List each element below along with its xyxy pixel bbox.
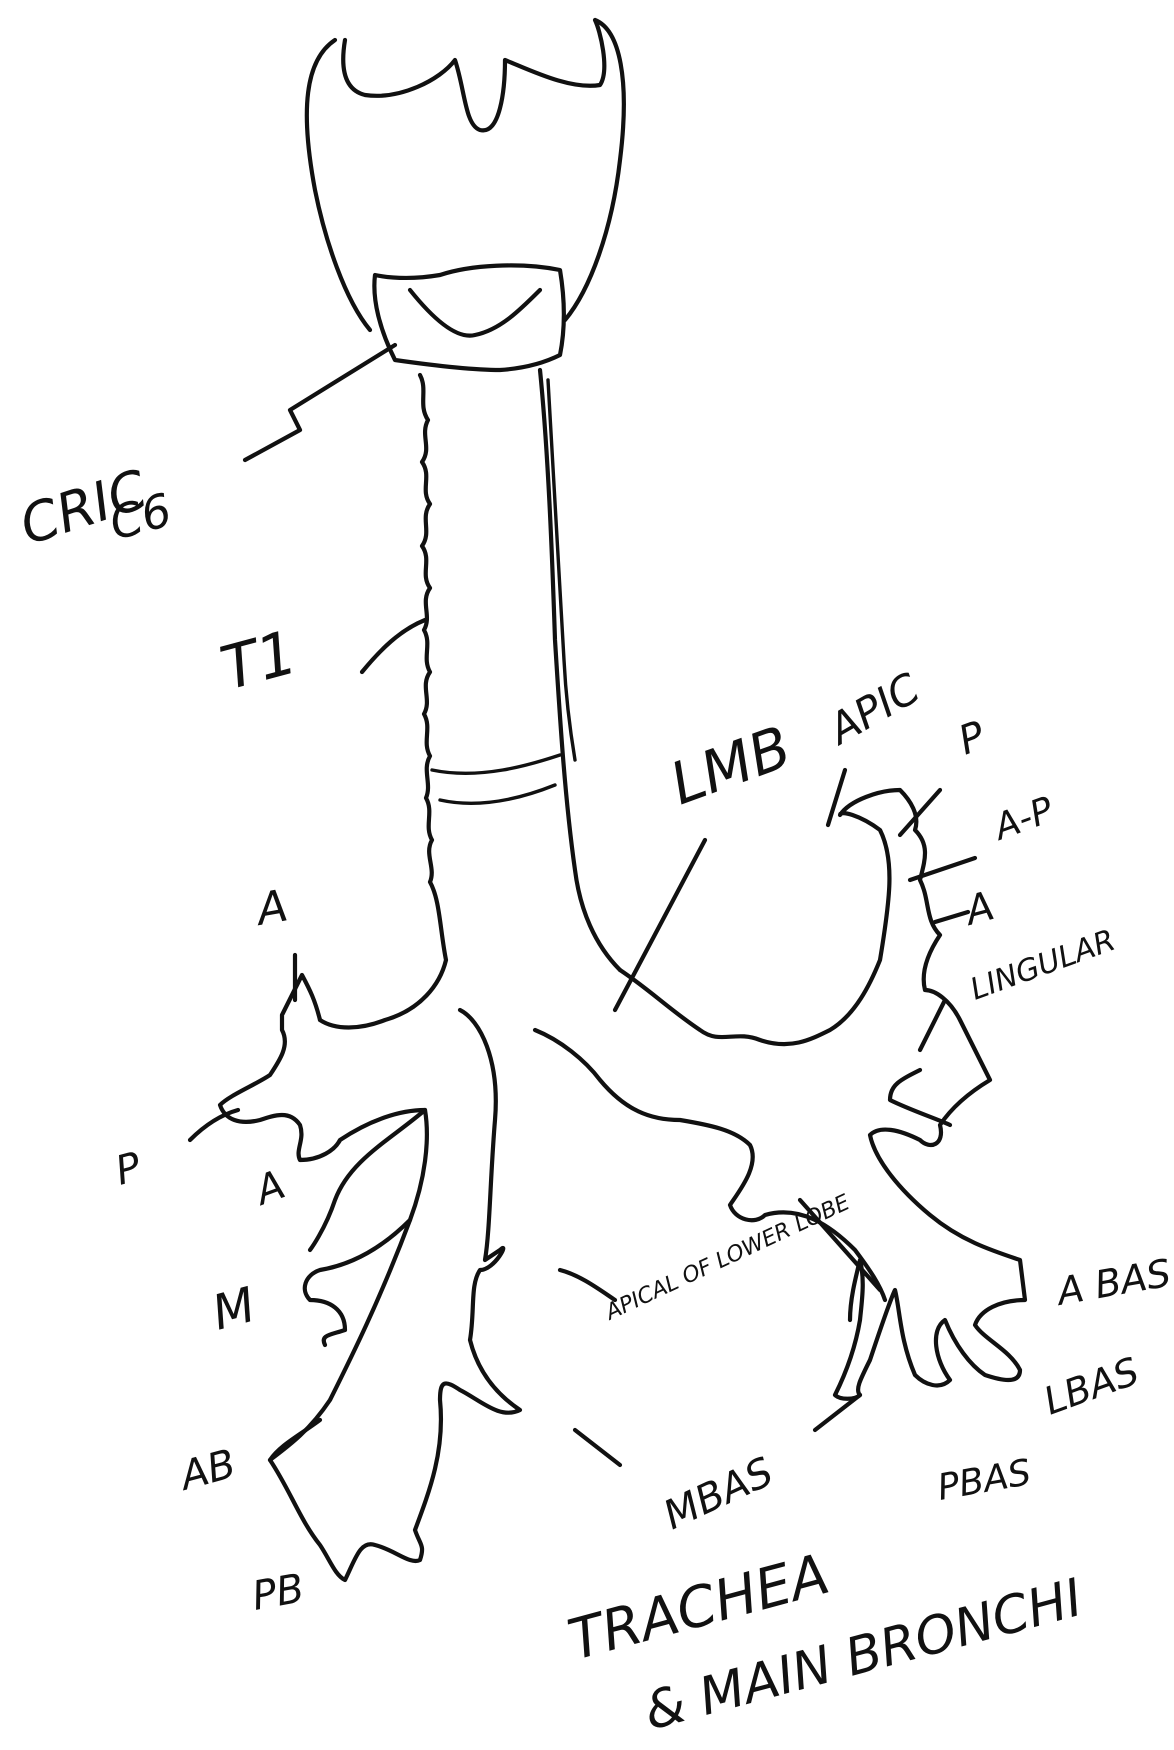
label-post-basal-right: PB	[249, 1566, 308, 1620]
label-ant-basal-right: AB	[173, 1441, 241, 1500]
label-ant-right: A	[247, 1162, 291, 1216]
label-ant-basal-left: A BAS	[1051, 1251, 1174, 1315]
left-bronchial-tree	[620, 790, 1025, 1399]
leader-mbas	[815, 1395, 860, 1430]
leader-lingula	[920, 1000, 945, 1050]
label-post-right: P	[111, 1144, 147, 1195]
leader-lmb	[615, 840, 705, 1010]
lingula-branch	[890, 1070, 950, 1125]
trachea-ring	[432, 755, 560, 803]
label-lmb: LMB	[662, 712, 800, 818]
thyroid-cartilage	[307, 20, 624, 330]
leader-apic	[828, 770, 845, 825]
leader-ant-post	[910, 858, 975, 880]
label-lateral-basal: LBAS	[1038, 1349, 1145, 1424]
label-t1: T1	[214, 618, 304, 705]
label-middle: M	[207, 1277, 262, 1342]
right-bronchial-branches	[270, 1110, 425, 1460]
right-bronchial-tree	[220, 975, 520, 1580]
label-apical-lower: APICAL OF LOWER LOBE	[600, 1190, 854, 1326]
trachea	[320, 370, 620, 1028]
label-post-basal-left: PBAS	[934, 1452, 1034, 1509]
leader-lower-right	[575, 1430, 620, 1465]
label-apical-right: A	[250, 880, 291, 936]
label-ant-post: A-P	[987, 790, 1059, 850]
label-mbas: MBAS	[657, 1449, 780, 1539]
label-ant-left: A	[958, 883, 999, 935]
leader-cricoid	[245, 345, 395, 460]
leader-t1	[362, 620, 425, 672]
label-lingula: LINGULAR	[966, 923, 1120, 1008]
cricoid-cartilage	[374, 265, 563, 370]
leader-ant-left	[935, 912, 968, 922]
label-post-left: P	[953, 713, 992, 765]
leader-apical-lower	[560, 1270, 615, 1300]
label-apic: APIC	[818, 663, 929, 755]
leader-post-right	[190, 1110, 238, 1140]
